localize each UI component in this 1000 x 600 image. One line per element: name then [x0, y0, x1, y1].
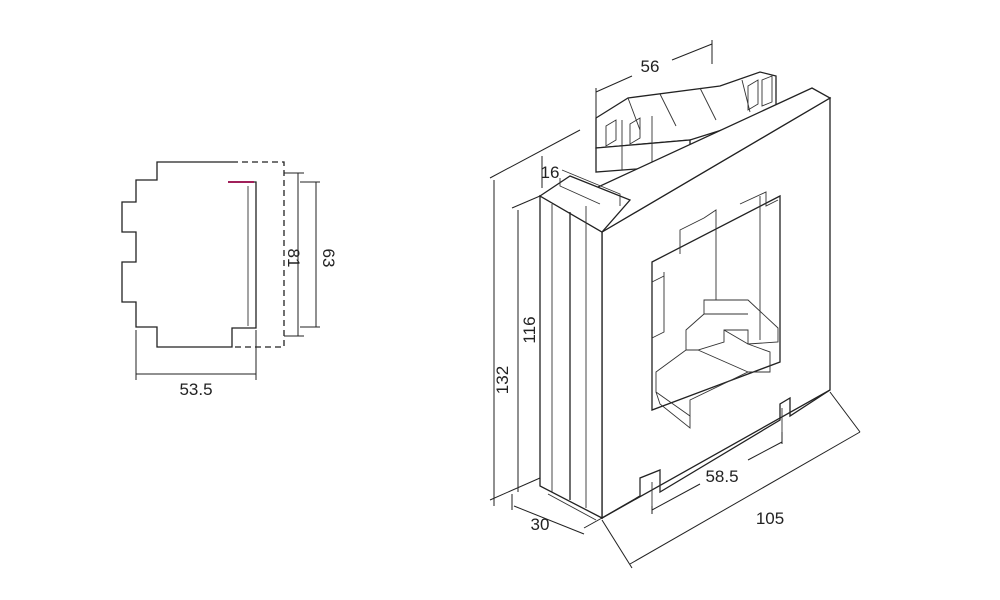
dim-width-total: 105	[756, 509, 784, 528]
dim-side-width: 53.5	[179, 380, 212, 399]
dim-height-total: 132	[493, 366, 512, 394]
dim-top-width: 56	[641, 57, 660, 76]
body-side-face	[539, 194, 603, 520]
dim-side-height-inner: 63	[319, 249, 338, 268]
primary-window	[651, 191, 781, 429]
side-profile-outline	[121, 161, 257, 348]
dim-side-height-outer: 81	[284, 249, 303, 268]
dim-height-body: 116	[520, 316, 539, 343]
window-outline	[651, 194, 781, 411]
dim-window-width: 58.5	[705, 467, 738, 486]
isometric-view: 56 16 132 116 30 58.5 105	[489, 40, 861, 569]
side-profile-dashed-outline	[232, 161, 285, 348]
dim-depth: 30	[531, 515, 550, 534]
dim-top-offset: 16	[541, 163, 560, 182]
side-profile-view: 81 63 53.5	[121, 161, 338, 399]
terminal-block	[595, 71, 777, 191]
